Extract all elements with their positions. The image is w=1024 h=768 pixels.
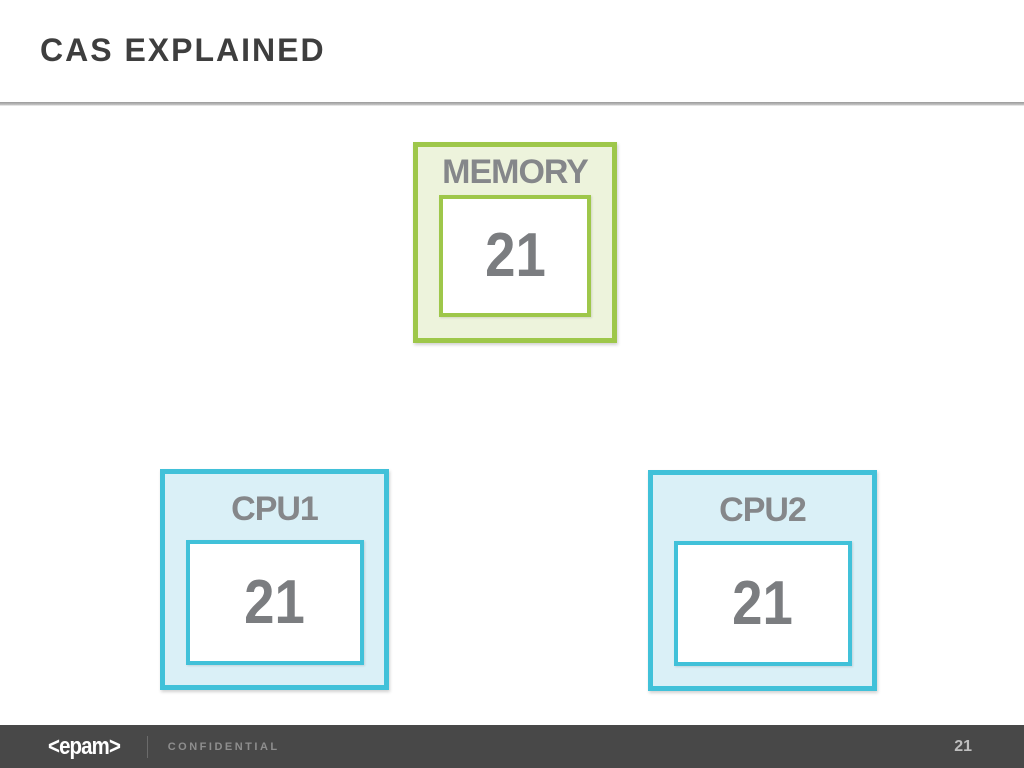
confidential-label: CONFIDENTIAL: [167, 740, 280, 753]
cpu1-value-box: 21: [185, 540, 364, 665]
title-divider: [0, 102, 1024, 105]
memory-value-box: 21: [439, 195, 591, 317]
cpu2-value: 21: [732, 568, 793, 638]
epam-logo: <epam>: [48, 732, 121, 760]
cpu1-value: 21: [244, 567, 305, 637]
page-title: CAS EXPLAINED: [40, 32, 326, 68]
footer-divider: [146, 735, 148, 758]
cpu2-box: CPU2 21: [648, 470, 877, 691]
cpu1-box: CPU1 21: [160, 469, 389, 690]
page-number: 21: [954, 737, 972, 755]
memory-value: 21: [484, 221, 546, 290]
cpu2-label: CPU2: [719, 491, 807, 529]
memory-box: MEMORY 21: [413, 142, 617, 343]
footer-bar: <epam> CONFIDENTIAL 21: [0, 725, 1024, 768]
cpu1-label: CPU1: [231, 490, 319, 528]
memory-label: MEMORY: [442, 153, 589, 191]
cpu2-value-box: 21: [673, 541, 852, 666]
